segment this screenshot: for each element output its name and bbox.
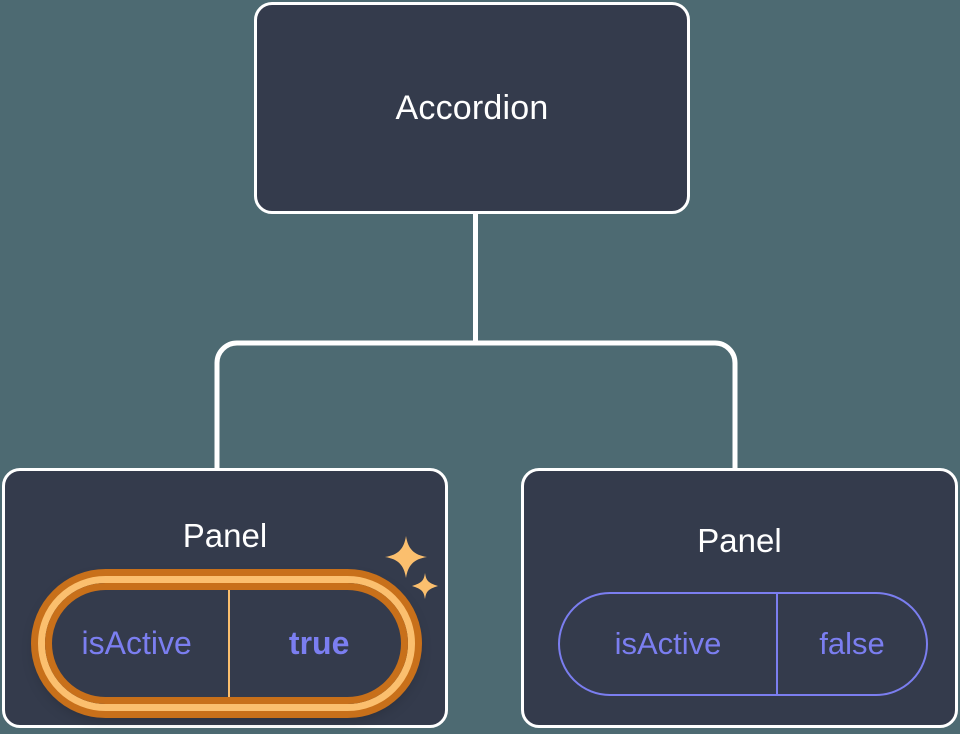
prop-key-label: isActive	[81, 625, 192, 661]
prop-pill-isactive-true[interactable]: isActive true	[38, 576, 415, 711]
node-panel-inactive-title: Panel	[697, 522, 782, 559]
node-panel-active[interactable]: Panel isActive true	[2, 468, 448, 728]
prop-key-label: isActive	[614, 626, 722, 661]
node-panel-inactive[interactable]: Panel isActive false	[521, 468, 958, 728]
connector-bus-left	[214, 340, 476, 470]
connector-bus-right	[475, 340, 738, 470]
prop-value-label: false	[776, 594, 926, 694]
prop-value-label: true	[228, 583, 408, 704]
node-accordion-title: Accordion	[395, 89, 549, 127]
node-panel-active-title: Panel	[182, 517, 268, 554]
node-accordion[interactable]: Accordion	[254, 2, 690, 214]
prop-pill-isactive-false[interactable]: isActive false	[558, 592, 928, 696]
